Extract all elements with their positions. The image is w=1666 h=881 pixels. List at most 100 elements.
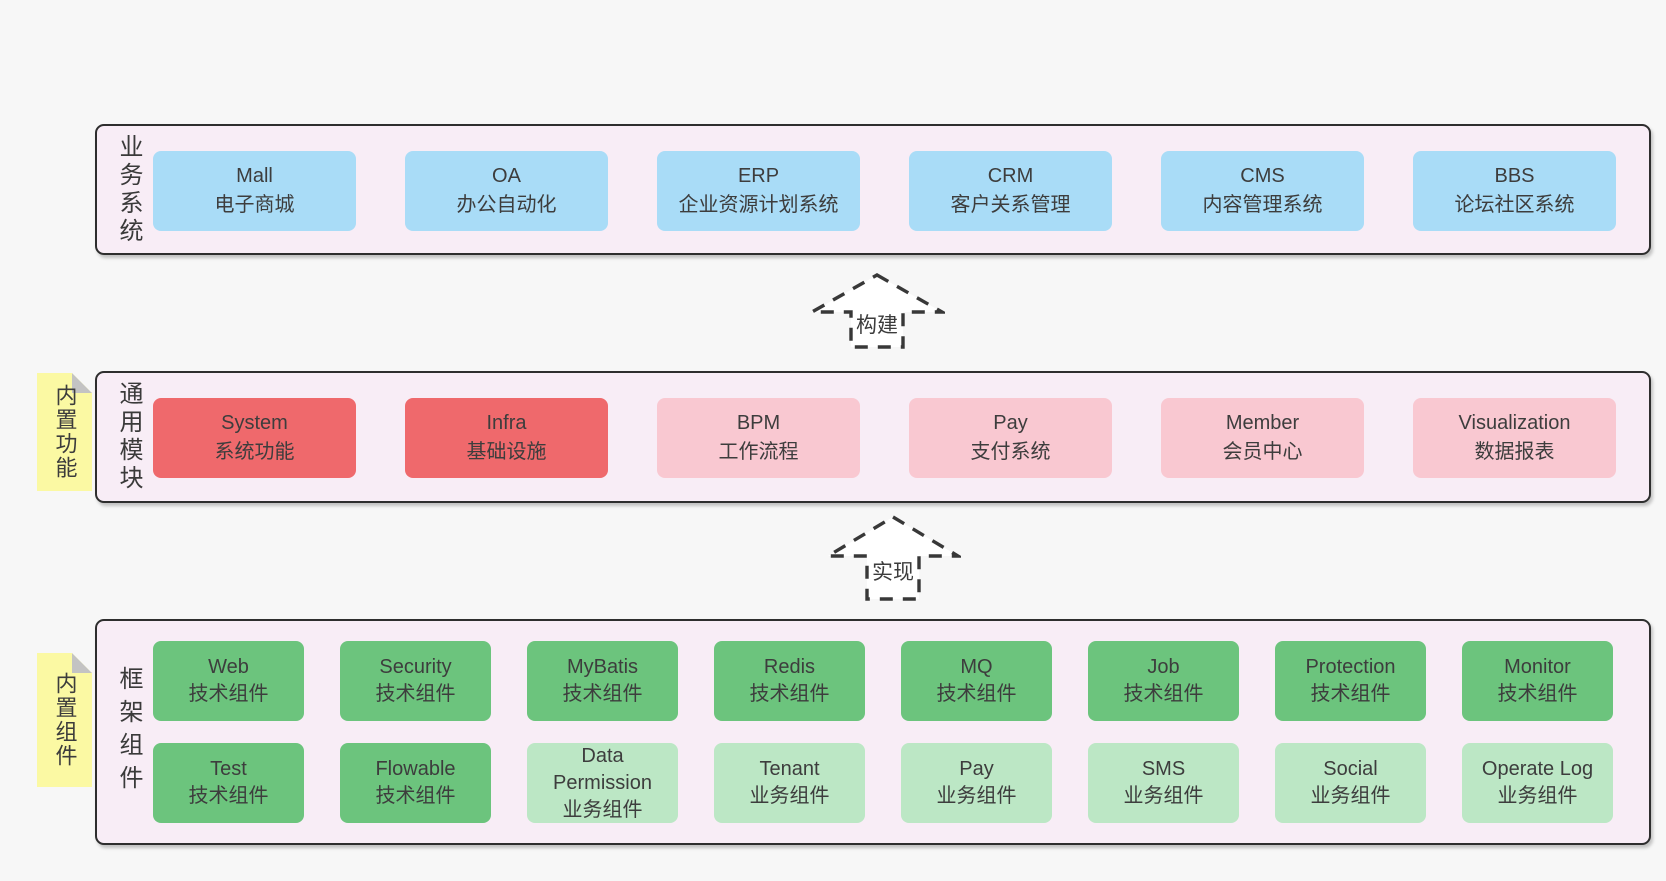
sticky-note-label: 内置组件 [52,672,78,768]
box-social: Social 业务组件 [1275,743,1426,823]
box-title: Security [379,656,452,678]
box-title: System [221,412,288,434]
box-subtitle: 技术组件 [375,683,456,705]
box-flowable: Flowable 技术组件 [340,743,491,823]
band-common-modules: 通用模块 System 系统功能 Infra 基础设施 BPM 工作流程 Pay 支付系统 Me… [95,371,1651,503]
build-arrow-label: 构建 [853,309,901,339]
box-subtitle: 系统功能 [214,441,295,463]
box-subtitle: 业务组件 [562,798,643,821]
box-sms: SMS 业务组件 [1088,743,1239,823]
box-security: Security 技术组件 [340,641,491,721]
box-title: Monitor [1504,656,1571,678]
box-title: Mall [236,165,273,187]
box-subtitle: 办公自动化 [456,194,557,216]
box-title: SMS [1141,758,1186,780]
box-subtitle: 技术组件 [562,683,643,705]
box-subtitle: 企业资源计划系统 [678,194,839,216]
build-arrow: 构建 [809,272,945,350]
box-subtitle: 数据报表 [1474,441,1555,463]
box-subtitle: 业务组件 [936,785,1017,807]
box-job: Job 技术组件 [1088,641,1239,721]
box-subtitle: 内容管理系统 [1202,194,1323,216]
band-label-common-modules: 通用模块 [115,381,142,493]
box-cms: CMS 内容管理系统 [1161,151,1364,231]
box-oa: OA 办公自动化 [405,151,608,231]
box-subtitle: 业务组件 [1310,785,1391,807]
box-subtitle: 技术组件 [188,683,269,705]
box-test: Test 技术组件 [153,743,304,823]
sticky-note-label: 内置功能 [52,384,78,480]
box-title: CMS [1240,165,1285,187]
box-pay: Pay 支付系统 [909,398,1112,478]
box-crm: CRM 客户关系管理 [909,151,1112,231]
box-subtitle: 工作流程 [718,441,799,463]
band-label-framework-components: 框架组件 [115,666,142,798]
box-title: Pay [993,412,1028,434]
box-subtitle: 客户关系管理 [950,194,1071,216]
box-title: Test [210,758,247,780]
implement-arrow: 实现 [825,514,961,602]
band-label-business-systems: 业务系统 [115,133,142,246]
box-erp: ERP 企业资源计划系统 [657,151,860,231]
box-subtitle: 电子商城 [214,194,295,216]
box-subtitle: 技术组件 [1497,683,1578,705]
box-system: System 系统功能 [153,398,356,478]
box-subtitle: 业务组件 [1123,785,1204,807]
box-title: MyBatis [566,656,639,678]
box-title: Social [1323,758,1378,780]
box-subtitle: 技术组件 [1310,683,1391,705]
box-infra: Infra 基础设施 [405,398,608,478]
box-mybatis: MyBatis 技术组件 [527,641,678,721]
box-subtitle: 技术组件 [188,785,269,807]
box-protection: Protection 技术组件 [1275,641,1426,721]
box-title: Pay [959,758,994,780]
box-title: ERP [737,165,780,187]
box-mq: MQ 技术组件 [901,641,1052,721]
box-title: OA [492,165,521,187]
box-subtitle: 基础设施 [466,441,547,463]
box-title: Redis [763,656,816,678]
box-subtitle: 业务组件 [749,785,830,807]
box-subtitle: 技术组件 [749,683,830,705]
box-tenant: Tenant 业务组件 [714,743,865,823]
box-bbs: BBS 论坛社区系统 [1413,151,1616,231]
sticky-note-built-in-features: 内置功能 [37,373,92,491]
box-subtitle: 论坛社区系统 [1454,194,1575,216]
box-title: CRM [987,165,1034,187]
box-operate-log: Operate Log 业务组件 [1462,743,1613,823]
box-pay: Pay 业务组件 [901,743,1052,823]
box-subtitle: 技术组件 [375,785,456,807]
box-title: Job [1147,656,1180,678]
box-redis: Redis 技术组件 [714,641,865,721]
box-title: MQ [960,656,993,678]
box-title: BBS [1494,165,1535,187]
box-title: BPM [736,412,781,434]
box-subtitle: 技术组件 [1123,683,1204,705]
box-title: Protection [1305,656,1396,678]
box-title: Data Permission [553,744,652,794]
box-data-permission: Data Permission 业务组件 [527,743,678,823]
box-monitor: Monitor 技术组件 [1462,641,1613,721]
business-systems-row: Mall 电子商城 OA 办公自动化 ERP 企业资源计划系统 CRM 客户关系管理 CMS 内容… [153,151,1616,231]
box-title: Member [1225,412,1300,434]
box-title: Tenant [759,758,820,780]
box-title: Operate Log [1481,758,1594,780]
box-subtitle: 支付系统 [970,441,1051,463]
sticky-note-built-in-components: 内置组件 [37,653,92,787]
box-subtitle: 技术组件 [936,683,1017,705]
box-bpm: BPM 工作流程 [657,398,860,478]
box-title: Infra [486,412,527,434]
box-mall: Mall 电子商城 [153,151,356,231]
implement-arrow-label: 实现 [869,556,917,586]
box-subtitle: 业务组件 [1497,785,1578,807]
band-business-systems: 业务系统 Mall 电子商城 OA 办公自动化 ERP 企业资源计划系统 CRM 客户关系管理… [95,124,1651,255]
box-title: Flowable [375,758,456,780]
